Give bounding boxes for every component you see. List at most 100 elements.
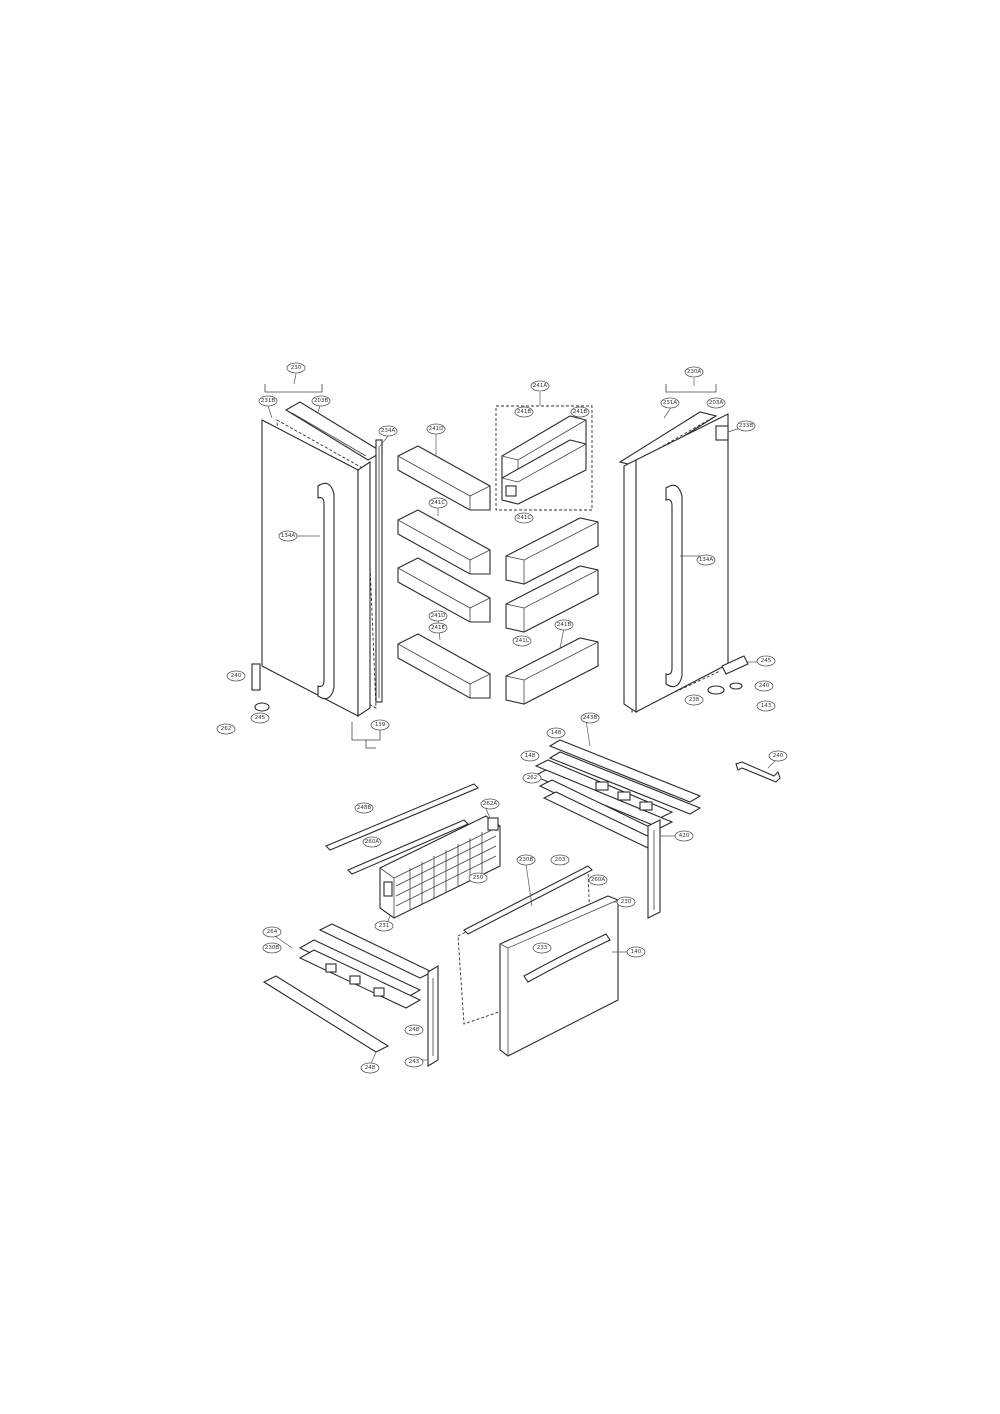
- callout-c22: 240: [754, 680, 774, 692]
- callout-label: 260A: [365, 839, 379, 845]
- callout-c34: 420: [674, 830, 694, 842]
- callout-ring: [378, 425, 398, 437]
- callout-ring: [514, 406, 534, 418]
- callout-ring: [588, 874, 608, 886]
- callout-c39: 203: [550, 854, 570, 866]
- callout-label: 241B: [517, 409, 531, 415]
- left-bottom-hinge-bracket: [251, 663, 261, 691]
- callout-label: 231B: [261, 398, 275, 404]
- callout-label: 241B: [557, 622, 571, 628]
- callout-ring: [674, 830, 694, 842]
- callout-ring: [626, 946, 646, 958]
- callout-label: 260A: [591, 877, 605, 883]
- callout-c29: 148: [546, 727, 566, 739]
- callout-c37: 260A: [362, 836, 382, 848]
- callout-c38: 230B: [516, 854, 536, 866]
- callout-label: 241D: [429, 426, 444, 432]
- right-hinge-cap: [707, 685, 725, 695]
- door-bin-right-1: [505, 517, 599, 585]
- callout-ring: [570, 406, 590, 418]
- callout-ring: [684, 366, 704, 378]
- callout-ring: [480, 798, 500, 810]
- callout-label: 230: [291, 365, 302, 371]
- callout-label: 243: [409, 1059, 420, 1065]
- door-bin-left-4: [397, 633, 491, 699]
- callout-ring: [428, 610, 448, 622]
- callout-ring: [514, 512, 534, 524]
- callout-ring: [370, 719, 390, 731]
- callout-label: 241A: [533, 383, 547, 389]
- callout-c43: 140: [626, 946, 646, 958]
- callout-label: 231A: [663, 400, 677, 406]
- callout-c19: 233B: [736, 420, 756, 432]
- callout-label: 241B: [573, 409, 587, 415]
- door-bin-bottom-boxed: [501, 439, 587, 505]
- callout-ring: [404, 1024, 424, 1036]
- right-hinge-bushing: [729, 682, 743, 690]
- callout-c48: 248: [404, 1024, 424, 1036]
- left-door-handle: [317, 482, 335, 700]
- freezer-drawer-handle: [523, 933, 611, 983]
- callout-label: 248: [365, 1065, 376, 1071]
- callout-label: 230: [621, 899, 632, 905]
- left-hinge-washer: [254, 702, 270, 712]
- callout-c35: 248B: [354, 802, 374, 814]
- callout-c3: 203B: [311, 395, 331, 407]
- callout-label: 264: [267, 929, 278, 935]
- callout-ring: [756, 655, 776, 667]
- callout-c5: 234A: [378, 425, 398, 437]
- callout-label: 240: [773, 753, 784, 759]
- callout-label: 203B: [314, 398, 328, 404]
- freezer-side-bracket: [647, 819, 661, 919]
- callout-label: 134A: [699, 557, 713, 563]
- callout-c46: 264: [262, 926, 282, 938]
- callout-label: 148: [525, 753, 536, 759]
- callout-c50: 243: [404, 1056, 424, 1068]
- callout-ring: [311, 395, 331, 407]
- callout-label: 262: [527, 775, 538, 781]
- callout-c45: 233: [532, 942, 552, 954]
- callout-label: 230B: [519, 857, 533, 863]
- callout-c25: 240: [226, 670, 246, 682]
- callout-ring: [736, 420, 756, 432]
- callout-c16: 230A: [684, 366, 704, 378]
- callout-c28: 139: [370, 719, 390, 731]
- callout-label: 241C: [517, 515, 531, 521]
- callout-label: 233: [537, 945, 548, 951]
- callout-c20: 134A: [696, 554, 716, 566]
- callout-ring: [286, 362, 306, 374]
- callout-c15: 241B: [554, 619, 574, 631]
- callout-ring: [404, 1056, 424, 1068]
- callout-label: 245: [255, 715, 266, 721]
- callout-ring: [262, 926, 282, 938]
- callout-c18: 203A: [706, 397, 726, 409]
- freezer-rail-upper: [532, 739, 702, 829]
- right-door-handle: [665, 484, 683, 688]
- callout-label: 233B: [739, 423, 753, 429]
- callout-ring: [554, 619, 574, 631]
- callout-label: 241D: [431, 613, 446, 619]
- callout-c23: 143: [756, 700, 776, 712]
- callout-ring: [216, 723, 236, 735]
- freezer-basket: [379, 815, 501, 919]
- right-door-label-plate: [715, 425, 729, 441]
- callout-c40: 250: [468, 872, 488, 884]
- callout-label: 240: [231, 673, 242, 679]
- callout-ring: [426, 423, 446, 435]
- door-bin-left-2: [397, 509, 491, 575]
- callout-c1: 230: [286, 362, 306, 374]
- callout-ring: [374, 920, 394, 932]
- door-bin-left-1: [397, 445, 491, 511]
- callout-ring: [550, 854, 570, 866]
- lower-left-rail-set: [262, 923, 439, 1067]
- callout-ring: [278, 530, 298, 542]
- callout-labels: 230 231B 203B 134A 234A 241D 241A 241B 241B 241C 2…: [216, 362, 788, 1074]
- callout-label: 262: [221, 726, 232, 732]
- left-door-panel: [261, 419, 359, 717]
- callout-ring: [660, 397, 680, 409]
- callout-c36: 262A: [480, 798, 500, 810]
- callout-ring: [616, 896, 636, 908]
- callout-c2: 231B: [258, 395, 278, 407]
- callout-c27: 262: [216, 723, 236, 735]
